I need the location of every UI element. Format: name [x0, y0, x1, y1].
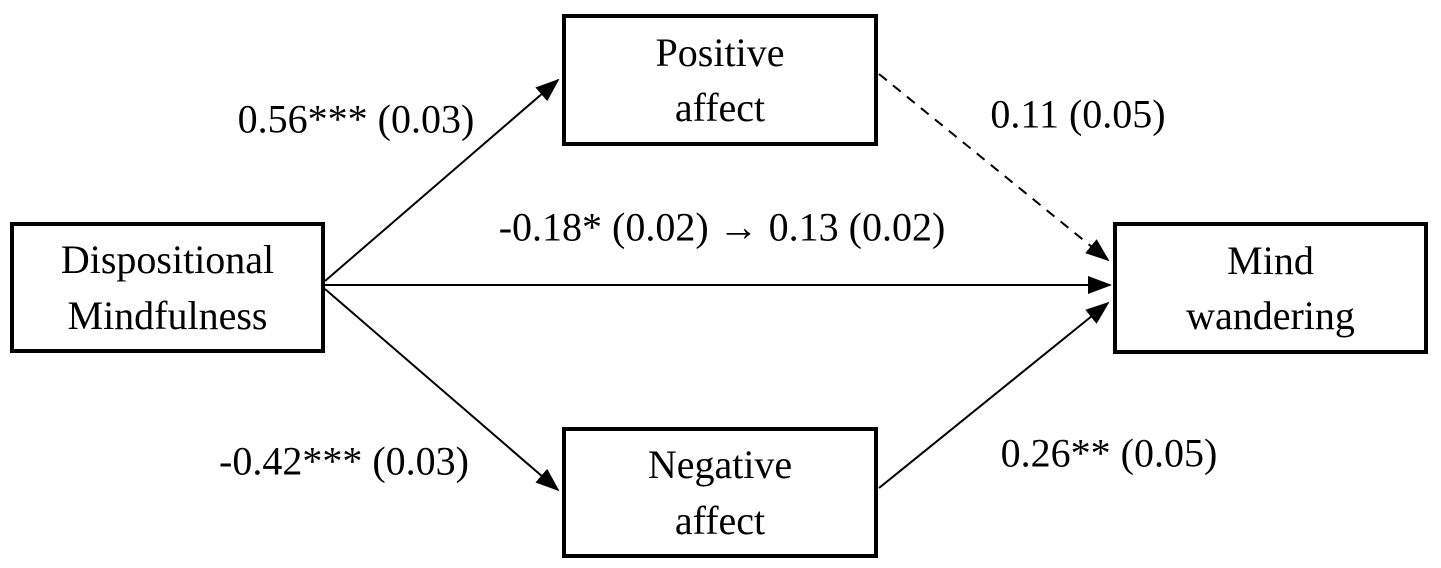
node-label-negative-affect: Negative affect — [647, 442, 793, 543]
node-label-dispositional-mindfulness: Dispositional Mindfulness — [60, 237, 275, 338]
arrow-mindfulness-to-positive — [324, 78, 560, 282]
path-coefficient-direct-effect: -0.18* (0.02) → 0.13 (0.02) — [498, 204, 946, 250]
node-positive-affect: Positive affect — [562, 14, 878, 146]
path-coefficient-mindfulness-to-positive: 0.56*** (0.03) — [237, 96, 475, 142]
arrow-mindfulness-to-negative — [324, 288, 560, 492]
node-negative-affect: Negative affect — [562, 427, 878, 558]
node-label-positive-affect: Positive affect — [655, 29, 785, 130]
node-label-mind-wandering: Mind wandering — [1186, 237, 1355, 338]
path-coefficient-positive-to-mindwandering: 0.11 (0.05) — [990, 91, 1166, 137]
arrow-positive-to-mindwandering-dashed — [878, 73, 1110, 262]
node-mind-wandering: Mind wandering — [1113, 222, 1428, 354]
path-coefficient-negative-to-mindwandering: 0.26** (0.05) — [1000, 430, 1218, 476]
node-dispositional-mindfulness: Dispositional Mindfulness — [10, 222, 325, 353]
path-coefficient-mindfulness-to-negative: -0.42*** (0.03) — [219, 438, 469, 484]
arrow-negative-to-mindwandering — [878, 301, 1110, 489]
